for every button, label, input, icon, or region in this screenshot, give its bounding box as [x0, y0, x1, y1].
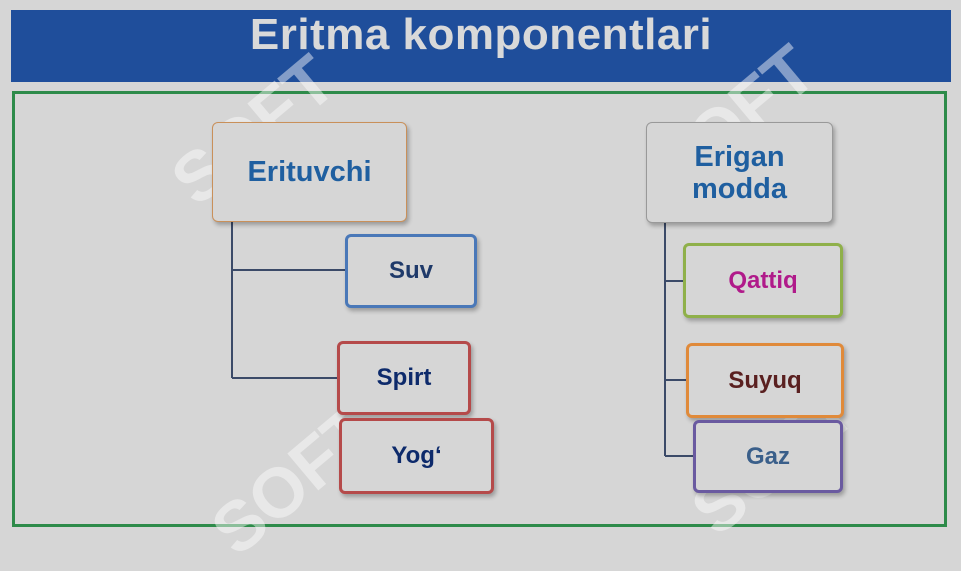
- node-qattiq: Qattiq: [683, 243, 843, 318]
- node-erigan-modda: Erigan modda: [646, 122, 833, 223]
- node-gaz: Gaz: [693, 420, 843, 493]
- node-suyuq: Suyuq: [686, 343, 844, 418]
- slide-title: Eritma komponentlari: [249, 10, 713, 59]
- node-spirt: Spirt: [337, 341, 471, 415]
- node-yog: Yog‘: [339, 418, 494, 494]
- content-frame: [12, 91, 947, 527]
- title-bar: Eritma komponentlari: [11, 10, 951, 82]
- node-erituvchi: Erituvchi: [212, 122, 407, 222]
- tree-connectors: [231, 222, 693, 457]
- node-suv: Suv: [345, 234, 477, 308]
